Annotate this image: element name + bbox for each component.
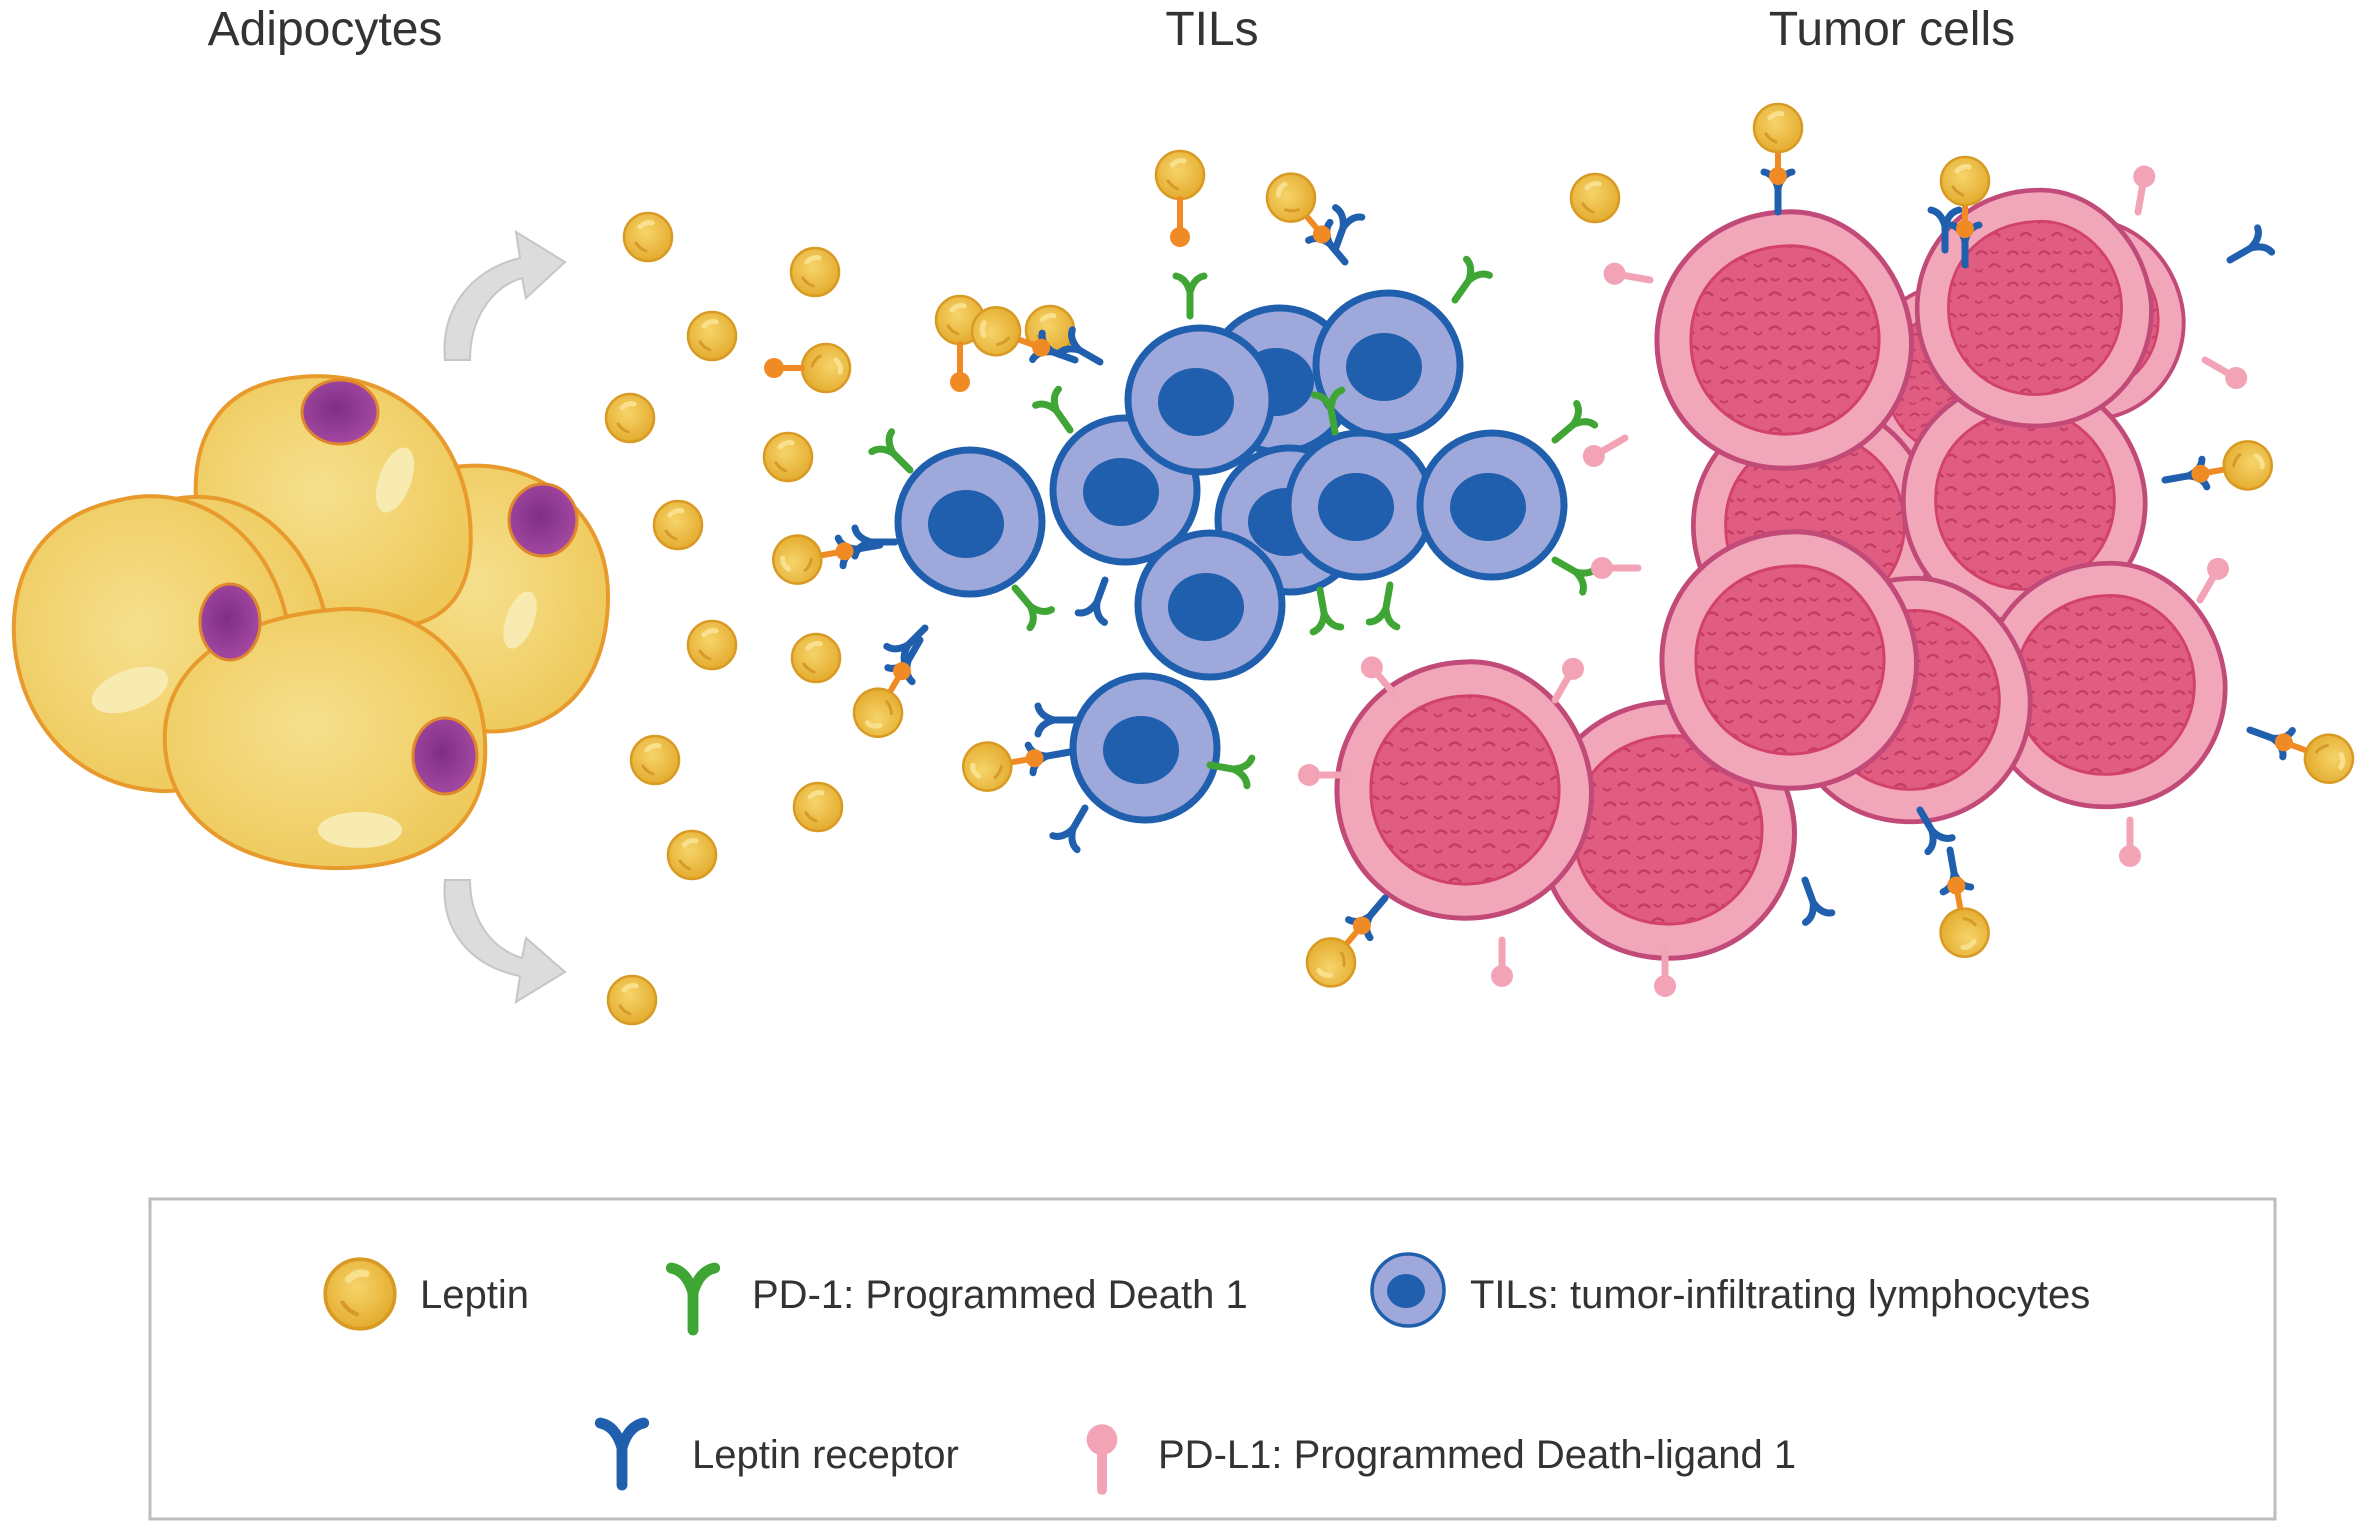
leptin-icon <box>1571 174 1619 222</box>
leptin-bound-icon <box>1754 104 1802 212</box>
legend-box <box>148 1197 2277 1521</box>
arrow-icon <box>443 879 567 1004</box>
pdl1-icon <box>2200 350 2252 393</box>
leptin-icon <box>764 433 812 481</box>
leptin-bound-icon <box>764 344 850 392</box>
legend: Leptin PD-1: Programmed Death 1 TILs: tu… <box>148 1197 2277 1521</box>
adipocyte-cluster <box>11 374 611 871</box>
pd1-icon <box>1306 588 1341 632</box>
title-tils: TILs <box>1165 3 1258 56</box>
leptin-field <box>606 151 1619 1024</box>
pd1-icon <box>1036 389 1082 438</box>
pd1-icon <box>1176 276 1204 316</box>
leptin-bound-icon <box>2242 707 2360 789</box>
til-icon <box>1370 1252 1446 1328</box>
leptin-icon <box>688 312 736 360</box>
leptin-icon <box>668 831 716 879</box>
pdl1-icon <box>2127 164 2157 214</box>
leptin-icon <box>608 976 656 1024</box>
pdl1-icon <box>1579 428 1631 471</box>
leptin-icon <box>688 621 736 669</box>
legend-leptin-label: Leptin <box>420 1273 529 1317</box>
til-cell <box>1073 676 1217 820</box>
leptin-icon <box>794 783 842 831</box>
legend-leptin-receptor-label: Leptin receptor <box>692 1433 959 1477</box>
leptin-icon <box>792 634 840 682</box>
til-cell <box>1288 433 1432 577</box>
leptin-icon <box>606 394 654 442</box>
tumor-cell <box>1657 212 1912 468</box>
pdl1-icon <box>1602 261 1652 291</box>
leptin-bound-icon <box>1926 846 1992 961</box>
til-cell <box>1316 293 1460 437</box>
leptin-icon <box>624 213 672 261</box>
title-tumor-cells: Tumor cells <box>1769 3 2015 56</box>
leptin-bound-icon <box>1156 151 1204 247</box>
til-cell <box>1138 533 1282 677</box>
legend-tils-label: TILs: tumor-infiltrating lymphocytes <box>1470 1273 2090 1317</box>
til-cell <box>898 450 1042 594</box>
pd1-icon <box>872 432 920 480</box>
legend-pdl1-label: PD-L1: Programmed Death-ligand 1 <box>1158 1433 1796 1477</box>
til-cell <box>1420 433 1564 577</box>
pdl1-icon <box>2119 820 2141 867</box>
leptin-icon <box>791 248 839 296</box>
leptin-bound-icon <box>959 728 1074 794</box>
title-adipocytes: Adipocytes <box>208 3 443 56</box>
pdl1-icon <box>1591 557 1638 579</box>
pd1-icon <box>1548 548 1597 592</box>
pd1-icon <box>1369 583 1404 627</box>
pd1-icon <box>1546 404 1595 451</box>
arrow-icon <box>443 230 567 361</box>
tumor-cell <box>1662 532 1917 788</box>
leptin-bound-icon <box>2161 438 2276 504</box>
leptin-receptor-icon <box>1053 801 1097 850</box>
leptin-icon <box>631 736 679 784</box>
pdl1-icon <box>2190 554 2233 606</box>
pdl1-icon <box>1491 940 1513 987</box>
leptin-bound-icon <box>769 521 884 587</box>
adipocyte-cell <box>162 582 488 871</box>
pd1-icon <box>1444 259 1490 308</box>
leptin-receptor-icon <box>2223 228 2272 272</box>
leptin-icon <box>325 1259 395 1329</box>
leptin-receptor-icon <box>1792 875 1832 922</box>
leptin-icon <box>654 501 702 549</box>
leptin-receptor-icon <box>1078 575 1118 622</box>
legend-pd1-label: PD-1: Programmed Death 1 <box>752 1273 1248 1317</box>
pd1-icon <box>1004 579 1051 628</box>
leptin-bound-icon <box>1297 883 1403 997</box>
til-cell <box>1128 328 1272 472</box>
